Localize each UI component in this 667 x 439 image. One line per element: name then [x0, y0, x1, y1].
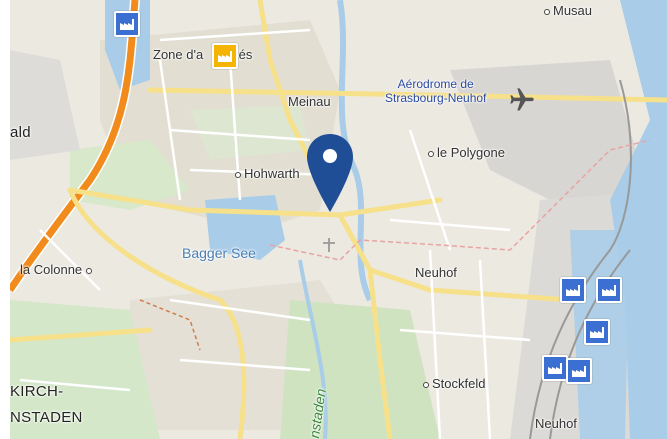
factory-icon[interactable]	[596, 277, 622, 303]
place-label-meinau: Meinau	[288, 94, 331, 109]
place-label-polygone: le Polygone	[428, 145, 505, 160]
map-base-layer	[10, 0, 667, 439]
cemetery-cross-icon	[323, 238, 335, 252]
place-label-musau: Musau	[544, 3, 592, 18]
place-label-la-colonne: la Colonne	[20, 262, 95, 277]
airplane-icon[interactable]	[508, 86, 536, 114]
map-pin-icon[interactable]	[305, 132, 355, 214]
place-label-nstaden: NSTADEN	[10, 409, 83, 426]
place-label-kirch: KIRCH-	[10, 383, 64, 400]
factory-icon[interactable]	[566, 358, 592, 384]
factory-icon[interactable]	[584, 319, 610, 345]
place-label-stockfeld: Stockfeld	[423, 376, 485, 391]
place-label-hohwarth: Hohwarth	[235, 166, 300, 181]
water-label-bagger-see: Bagger See	[182, 245, 256, 261]
place-label-neuhof-bottom: Neuhof	[535, 416, 577, 431]
place-label-aerodrome: Aérodrome de Strasbourg-Neuhof	[385, 77, 487, 105]
factory-icon[interactable]	[542, 355, 568, 381]
factory-icon[interactable]	[212, 43, 238, 69]
place-label-neuhof: Neuhof	[415, 265, 457, 280]
place-label-ald: ald	[10, 124, 31, 141]
place-label-zone-right: tés	[235, 47, 253, 62]
factory-icon[interactable]	[114, 11, 140, 37]
factory-icon[interactable]	[560, 277, 586, 303]
place-label-zone-left: Zone d'a	[153, 47, 204, 62]
